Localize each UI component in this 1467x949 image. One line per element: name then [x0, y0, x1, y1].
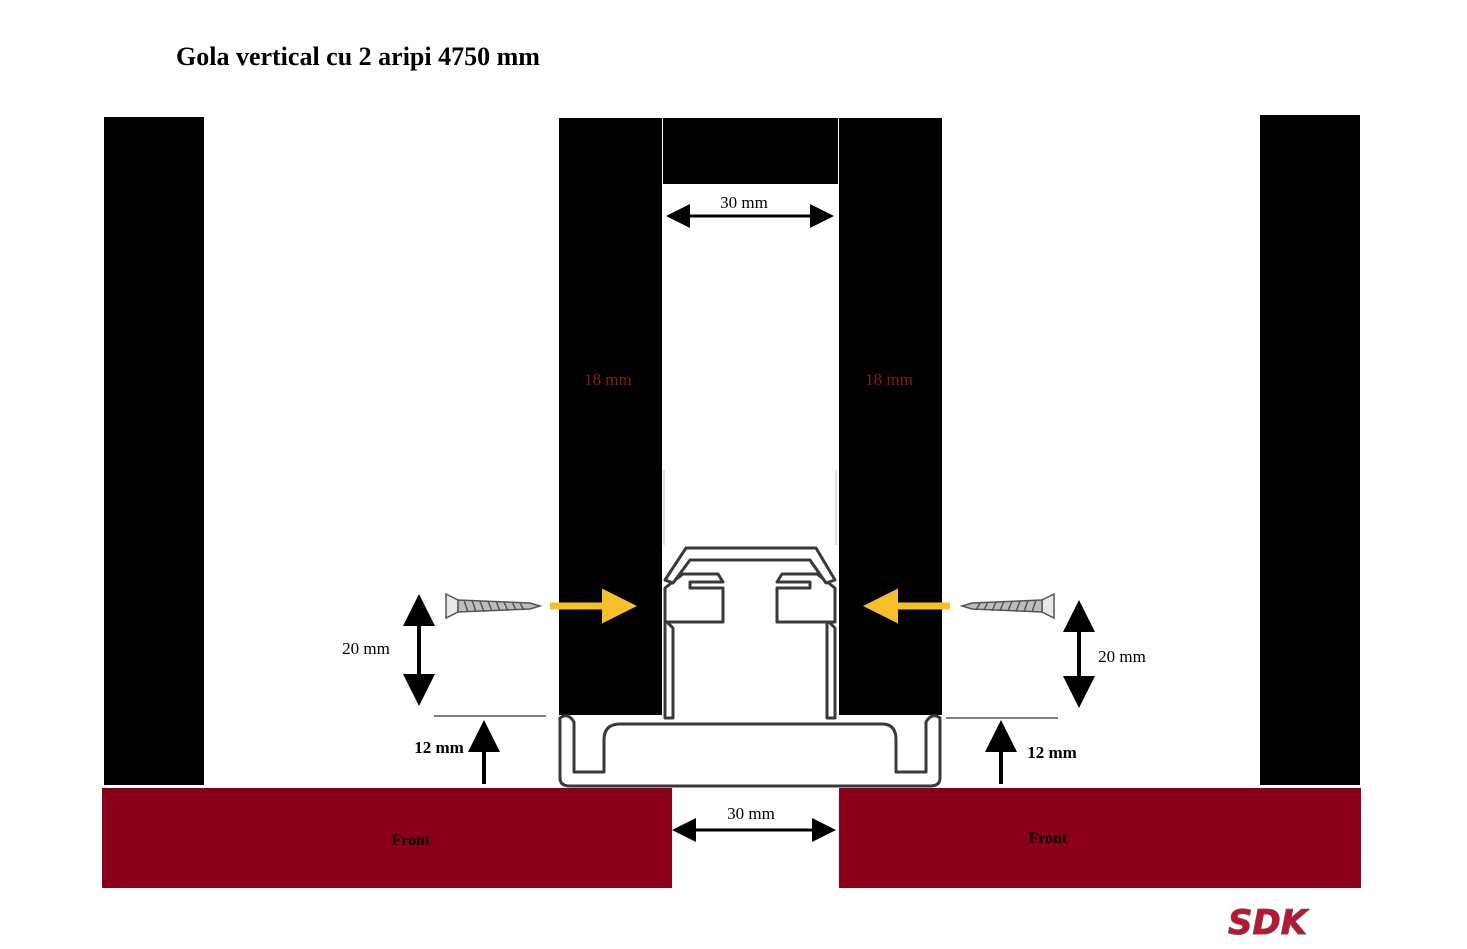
- center-panel-left: [559, 118, 662, 715]
- label-gap-bottom: 30 mm: [727, 804, 775, 823]
- top-cap-panel: [663, 118, 838, 184]
- screw-icon: [959, 592, 1055, 620]
- label-depth-left: 20 mm: [342, 639, 390, 658]
- logo-text: SDK: [1228, 903, 1310, 942]
- label-front-right: Front: [1029, 830, 1068, 847]
- front-door-left: [102, 788, 672, 888]
- center-panel-right: [839, 118, 942, 715]
- diagram-title: Gola vertical cu 2 aripi 4750 mm: [176, 42, 540, 71]
- label-panel-left-thickness: 18 mm: [584, 370, 632, 389]
- label-offset-left: 12 mm: [414, 738, 464, 757]
- label-panel-right-thickness: 18 mm: [865, 370, 913, 389]
- side-panel-right: [1260, 115, 1360, 785]
- gola-profile: [558, 546, 942, 788]
- label-depth-right: 20 mm: [1098, 647, 1146, 666]
- label-gap-top: 30 mm: [720, 193, 768, 212]
- label-offset-right: 12 mm: [1027, 743, 1077, 762]
- sdk-logo: SDK: [1228, 903, 1311, 943]
- label-front-left: Front: [392, 832, 431, 849]
- front-door-right: [839, 788, 1361, 888]
- side-panel-left: [104, 117, 204, 785]
- screw-icon: [445, 592, 543, 620]
